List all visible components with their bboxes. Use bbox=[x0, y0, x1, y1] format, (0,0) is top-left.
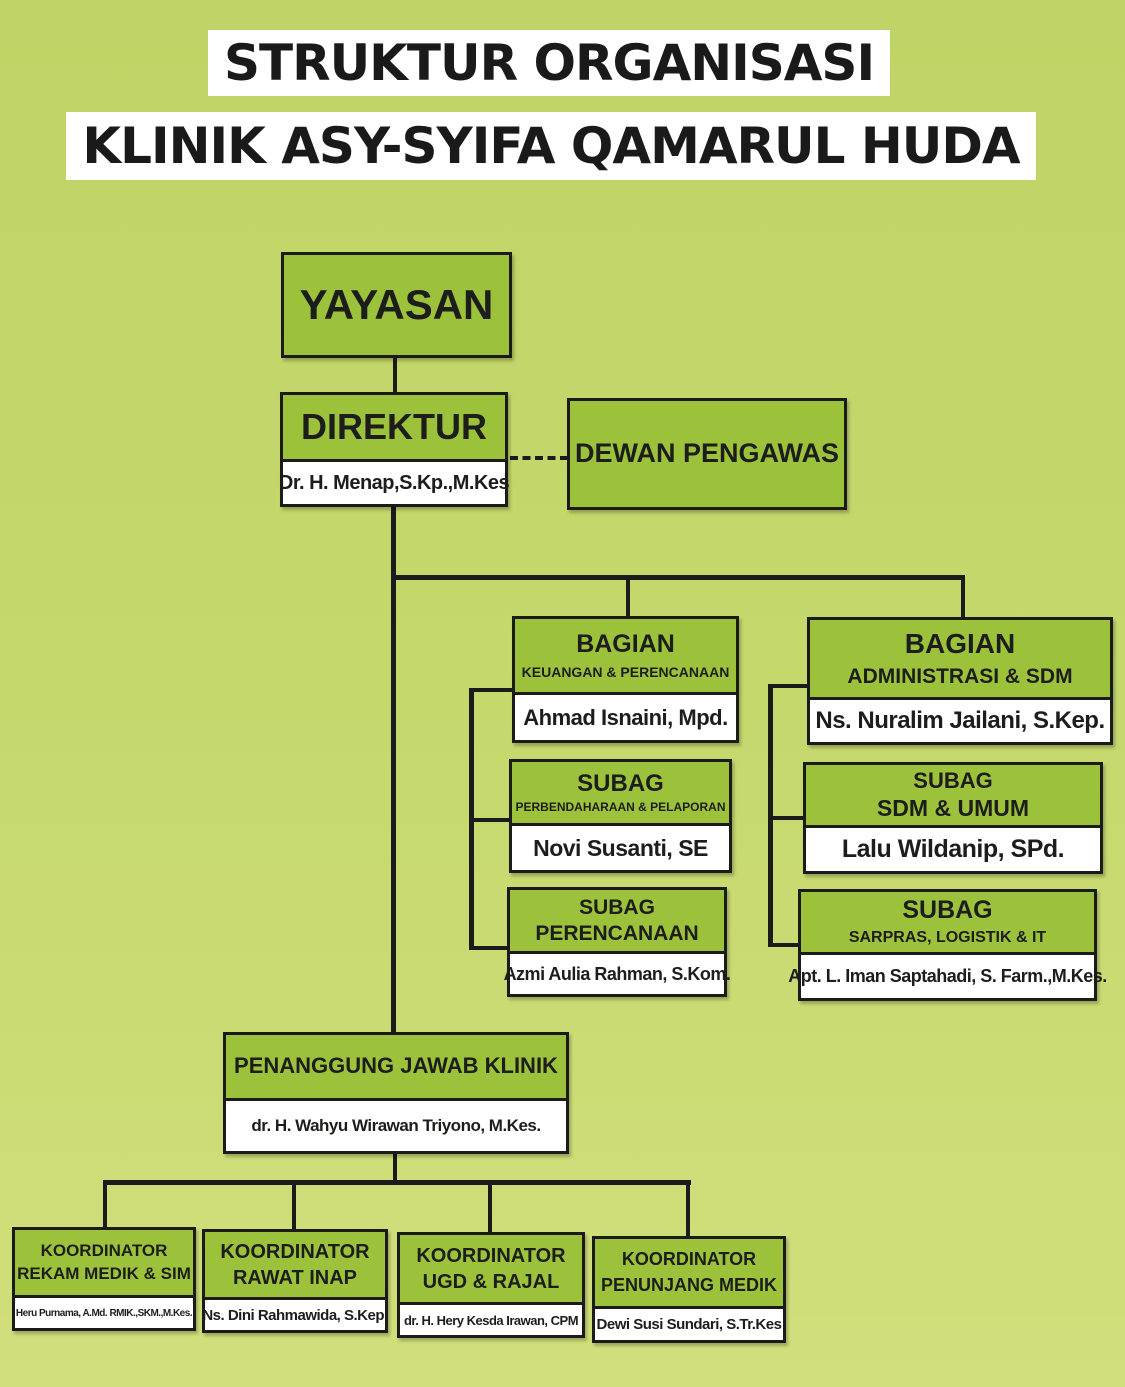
person-name: Heru Purnama, A.Md. RMIK.,SKM.,M.Kes. bbox=[15, 1307, 193, 1319]
box-title: BAGIAN bbox=[904, 627, 1016, 659]
koordinator-box: KOORDINATOR PENUNJANG MEDIK Dewi Susi Sun… bbox=[592, 1236, 786, 1343]
box-subtitle: UGD & RAJAL bbox=[422, 1270, 560, 1293]
direktur-title: DIREKTUR bbox=[283, 395, 505, 462]
box-title: SUBAG bbox=[913, 767, 993, 793]
connector bbox=[469, 946, 509, 950]
direktur-box: DIREKTUR Dr. H. Menap,S.Kp.,M.Kes bbox=[278, 392, 510, 507]
box-title: KOORDINATOR bbox=[621, 1248, 757, 1269]
koordinator-box: KOORDINATOR UGD & RAJAL dr. H. Hery Kesda… bbox=[397, 1232, 585, 1338]
connector bbox=[626, 578, 630, 618]
bagian-keuangan-header: BAGIAN KEUANGAN & PERENCANAAN bbox=[515, 619, 736, 695]
penanggung-jawab-box: PENANGGUNG JAWAB KLINIK dr. H. Wahyu Wir… bbox=[223, 1032, 569, 1154]
connector bbox=[292, 1180, 296, 1230]
yayasan-label: YAYASAN bbox=[284, 255, 509, 355]
box-subtitle: PENUNJANG MEDIK bbox=[600, 1274, 778, 1295]
bagian-administrasi-box: BAGIAN ADMINISTRASI & SDM Ns. Nuralim Jai… bbox=[807, 617, 1113, 745]
box-title: KOORDINATOR bbox=[40, 1240, 168, 1260]
box-title: SUBAG bbox=[577, 770, 664, 798]
person-name: dr. H. Wahyu Wirawan Triyono, M.Kes. bbox=[251, 1116, 541, 1135]
yayasan-box: YAYASAN bbox=[281, 252, 512, 358]
box-title: SUBAG bbox=[902, 896, 993, 925]
box-subtitle: RAWAT INAP bbox=[232, 1266, 358, 1289]
connector bbox=[391, 506, 396, 1034]
box-subtitle: SARPRAS, LOGISTIK & IT bbox=[848, 928, 1047, 946]
box-subtitle: PERBENDAHARAAN & PELAPORAN bbox=[515, 799, 726, 814]
koordinator-box: KOORDINATOR REKAM MEDIK & SIM Heru Purnam… bbox=[12, 1227, 196, 1331]
koordinator-box: KOORDINATOR RAWAT INAP Ns. Dini Rahmawida… bbox=[202, 1229, 388, 1333]
connector bbox=[393, 575, 965, 580]
koordinator-header: KOORDINATOR RAWAT INAP bbox=[205, 1232, 385, 1300]
box-title: KOORDINATOR bbox=[220, 1240, 370, 1263]
dewan-pengawas-box: DEWAN PENGAWAS bbox=[567, 398, 847, 510]
dashed-connector bbox=[510, 456, 568, 460]
koordinator-header: KOORDINATOR UGD & RAJAL bbox=[400, 1235, 582, 1305]
box-subtitle: SDM & UMUM bbox=[876, 794, 1030, 821]
box-title: KOORDINATOR bbox=[416, 1244, 566, 1267]
subag-perencanaan-box: SUBAG PERENCANAAN Azmi Aulia Rahman, S.Ko… bbox=[503, 887, 731, 997]
person-name: Novi Susanti, SE bbox=[533, 834, 708, 861]
connector bbox=[103, 1180, 107, 1228]
dewan-pengawas-label: DEWAN PENGAWAS bbox=[570, 401, 844, 507]
box-subtitle: REKAM MEDIK & SIM bbox=[17, 1263, 191, 1283]
connector bbox=[961, 578, 965, 620]
box-title: SUBAG bbox=[579, 895, 655, 919]
box-subtitle: ADMINISTRASI & SDM bbox=[847, 665, 1073, 689]
direktur-name: Dr. H. Menap,S.Kp.,M.Kes bbox=[278, 471, 510, 494]
subag-perencanaan-header: SUBAG PERENCANAAN bbox=[510, 890, 724, 954]
koordinator-header: KOORDINATOR REKAM MEDIK & SIM bbox=[15, 1230, 193, 1298]
bagian-keuangan-box: BAGIAN KEUANGAN & PERENCANAAN Ahmad Isnai… bbox=[512, 616, 739, 743]
connector bbox=[686, 1180, 690, 1237]
connector bbox=[469, 688, 514, 692]
connector bbox=[768, 943, 801, 947]
connector bbox=[393, 1153, 397, 1183]
person-name: Apt. L. Iman Saptahadi, S. Farm.,M.Kes. bbox=[788, 966, 1107, 986]
person-name: Lalu Wildanip, SPd. bbox=[841, 835, 1065, 863]
bagian-administrasi-header: BAGIAN ADMINISTRASI & SDM bbox=[810, 620, 1110, 700]
connector bbox=[103, 1180, 691, 1185]
connector bbox=[768, 816, 805, 820]
connector bbox=[469, 818, 511, 822]
connector bbox=[768, 684, 811, 688]
person-name: Ns. Dini Rahmawida, S.Kep. bbox=[202, 1306, 388, 1324]
connector bbox=[393, 357, 397, 393]
connector bbox=[488, 1180, 492, 1233]
box-title: BAGIAN bbox=[576, 630, 675, 659]
subag-sarpras-box: SUBAG SARPRAS, LOGISTIK & IT Apt. L. Iman… bbox=[788, 889, 1107, 1001]
title-line-2: KLINIK ASY-SYIFA QAMARUL HUDA bbox=[66, 112, 1036, 180]
box-subtitle: KEUANGAN & PERENCANAAN bbox=[521, 663, 730, 680]
box-subtitle: PERENCANAAN bbox=[535, 922, 699, 945]
person-name: Azmi Aulia Rahman, S.Kom. bbox=[503, 963, 731, 984]
title-line-1: STRUKTUR ORGANISASI bbox=[208, 30, 890, 96]
connector bbox=[768, 684, 773, 946]
koordinator-header: KOORDINATOR PENUNJANG MEDIK bbox=[595, 1239, 783, 1309]
subag-sarpras-header: SUBAG SARPRAS, LOGISTIK & IT bbox=[801, 892, 1094, 955]
person-name: dr. H. Hery Kesda Irawan, CPM bbox=[403, 1312, 579, 1328]
person-name: Ahmad Isnaini, Mpd. bbox=[523, 704, 728, 730]
person-name: Ns. Nuralim Jailani, S.Kep. bbox=[815, 707, 1105, 734]
penanggung-jawab-title: PENANGGUNG JAWAB KLINIK bbox=[226, 1035, 566, 1101]
person-name: Dewi Susi Sundari, S.Tr.Kes bbox=[596, 1316, 782, 1333]
